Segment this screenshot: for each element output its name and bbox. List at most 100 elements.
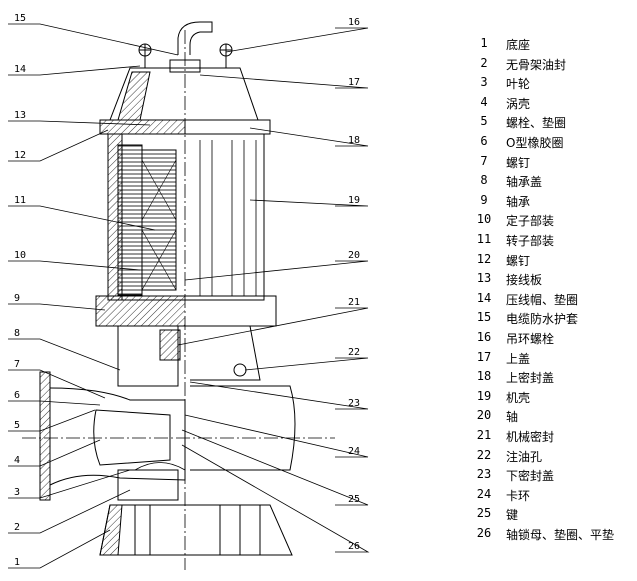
legend-item-number: 18 [476, 369, 492, 384]
leader-line [8, 205, 156, 231]
callout-number: 20 [348, 250, 360, 261]
legend-item-label: 无骨架油封 [506, 57, 567, 72]
legend-item-number: 21 [476, 428, 492, 442]
callout-number: 23 [348, 398, 360, 409]
leader-line [8, 129, 109, 162]
leader-line [8, 400, 101, 406]
base [99, 469, 293, 556]
legend-item-number: 19 [476, 388, 492, 403]
leader-line [249, 127, 369, 147]
legend-item-number: 1 [480, 36, 488, 50]
leader-line [8, 469, 131, 499]
leader-line [184, 260, 369, 281]
legend-item-number: 13 [476, 271, 492, 286]
callout-number: 3 [14, 487, 20, 498]
legend-item-number: 4 [480, 94, 488, 109]
housing-ribs [199, 140, 257, 296]
callout-number: 16 [348, 17, 360, 28]
leader-line [8, 303, 106, 311]
legend-item-label: 轴锁母、垫圈、平垫 [506, 528, 615, 542]
legend-item-number: 15 [476, 310, 492, 325]
legend-item-label: 电缆防水护套 [506, 312, 579, 327]
legend-item-number: 11 [476, 232, 492, 246]
legend-item-number: 22 [476, 447, 492, 462]
callout-number: 17 [348, 77, 360, 88]
callout-number: 10 [14, 250, 26, 261]
leader-line [8, 439, 101, 467]
legend-item-number: 8 [480, 173, 488, 188]
callout-number: 5 [14, 420, 20, 431]
leader-line [181, 429, 369, 506]
legend-item-number: 25 [476, 506, 492, 521]
legend-item-number: 24 [476, 486, 492, 501]
legend-item-number: 12 [476, 251, 492, 266]
legend-item-label: 上密封盖 [506, 371, 555, 386]
callout-number: 15 [14, 13, 26, 24]
leader-line [8, 260, 141, 271]
callout-number: 26 [348, 541, 360, 552]
lifting-bolts [138, 43, 233, 68]
leader-line [8, 23, 179, 56]
legend-item-label: 轴承盖 [506, 175, 543, 190]
legend-item-label: 涡壳 [506, 96, 531, 111]
callout-number: 1 [14, 557, 20, 568]
cable-guard [177, 21, 213, 55]
legend-item-number: 9 [480, 192, 488, 207]
callout-group: 1514131211109876543211617181920212223242… [8, 13, 370, 569]
leader-line [177, 307, 369, 346]
legend-item-label: 螺栓、垫圈 [506, 116, 567, 131]
legend-item-label: 吊环螺栓 [506, 332, 555, 346]
callout-number: 18 [348, 135, 360, 146]
legend-item-number: 17 [476, 349, 492, 364]
legend-item-number: 5 [480, 114, 488, 129]
legend-item-label: 螺钉 [506, 155, 531, 170]
leader-line [249, 199, 369, 207]
legend-item-label: 注油孔 [506, 449, 543, 464]
legend-item-number: 2 [480, 55, 488, 70]
callout-number: 24 [348, 446, 360, 457]
legend-item-label: 上盖 [506, 351, 531, 366]
legend-item-number: 10 [476, 212, 492, 227]
leader-line [8, 120, 151, 126]
legend-item-number: 26 [476, 526, 492, 540]
leader-line [8, 409, 96, 432]
legend-item-label: 底座 [506, 38, 531, 52]
callout-number: 19 [348, 195, 360, 206]
legend-item-number: 6 [480, 134, 488, 148]
legend-item-label: 转子部装 [506, 234, 555, 248]
legend-item-number: 16 [476, 330, 492, 344]
legend-item-label: 压线帽、垫圈 [506, 292, 579, 307]
legend-item-label: O型橡胶圈 [506, 136, 564, 150]
legend-item-label: 轴承 [506, 194, 531, 209]
leader-line [225, 27, 369, 53]
callout-number: 25 [348, 494, 360, 505]
leader-line [184, 414, 369, 458]
legend-item-label: 机械密封 [506, 430, 555, 444]
legend-item-label: 螺钉 [506, 253, 531, 268]
callout-number: 2 [14, 522, 20, 533]
callout-number: 12 [14, 150, 26, 161]
leader-line [8, 529, 111, 569]
legend-item-number: 3 [480, 75, 488, 90]
callout-number: 4 [14, 455, 20, 466]
leader-line [199, 74, 369, 89]
callout-number: 6 [14, 390, 20, 401]
leader-line [181, 444, 370, 553]
legend-item-label: 叶轮 [506, 77, 531, 92]
callout-number: 13 [14, 110, 26, 121]
legend-item-label: 接线板 [506, 273, 543, 288]
volute [39, 371, 296, 501]
leader-line [8, 369, 106, 399]
motor-housing [95, 133, 277, 327]
leader-line [8, 65, 141, 76]
callout-number: 9 [14, 293, 20, 304]
callout-number: 22 [348, 347, 360, 358]
pump-sectional-drawing: 1514131211109876543211617181920212223242… [8, 13, 370, 570]
legend-item-label: 机壳 [506, 390, 531, 405]
leader-line [8, 338, 121, 371]
leader-line [8, 489, 131, 534]
legend-item-label: 卡环 [506, 488, 531, 503]
legend-item-label: 定子部装 [506, 214, 555, 229]
leader-line [244, 357, 369, 371]
callout-number: 11 [14, 195, 26, 206]
